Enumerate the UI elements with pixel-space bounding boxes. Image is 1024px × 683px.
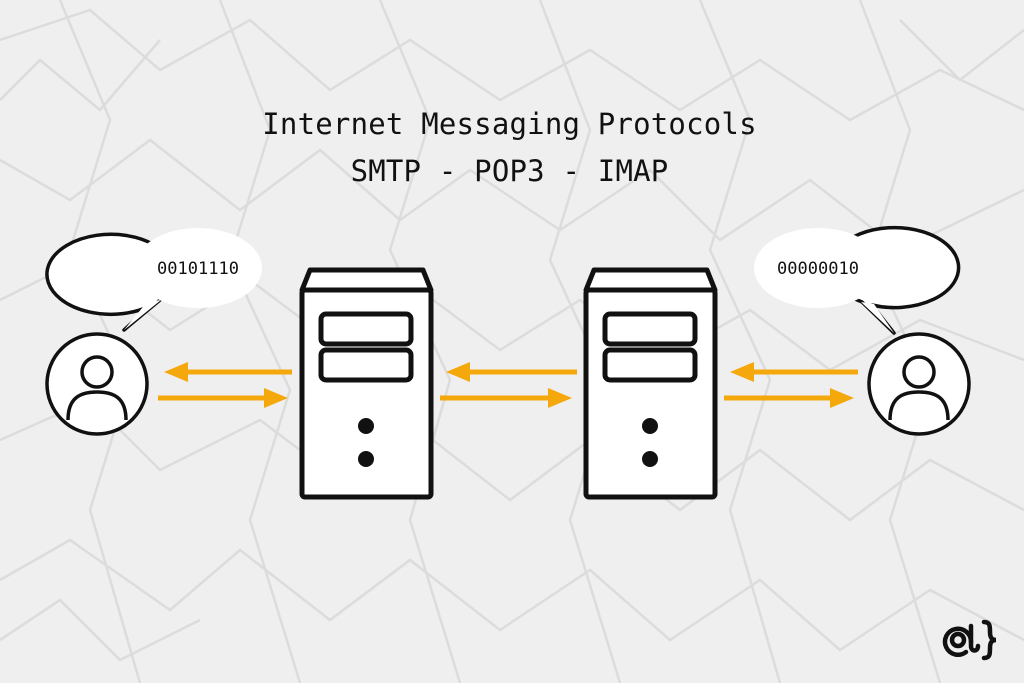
left-bubble-text: 00101110 <box>157 259 239 279</box>
right-link-arrows-icon <box>724 362 858 408</box>
diagram-subtitle: SMTP - POP3 - IMAP <box>350 154 669 188</box>
left-link-arrows-icon <box>158 362 292 408</box>
right-server-tower-icon <box>583 267 718 500</box>
at-brace-logo-icon <box>942 619 997 661</box>
right-user-avatar-icon <box>867 332 971 436</box>
right-bubble-text: 00000010 <box>777 259 859 279</box>
diagram-title: Internet Messaging Protocols <box>262 107 757 141</box>
left-server-tower-icon <box>299 267 434 500</box>
right-speech-bubble: 00000010 <box>754 225 961 335</box>
left-speech-bubble: 00101110 <box>45 228 262 332</box>
left-user-avatar-icon <box>45 332 149 436</box>
middle-link-arrows-icon <box>440 362 577 408</box>
